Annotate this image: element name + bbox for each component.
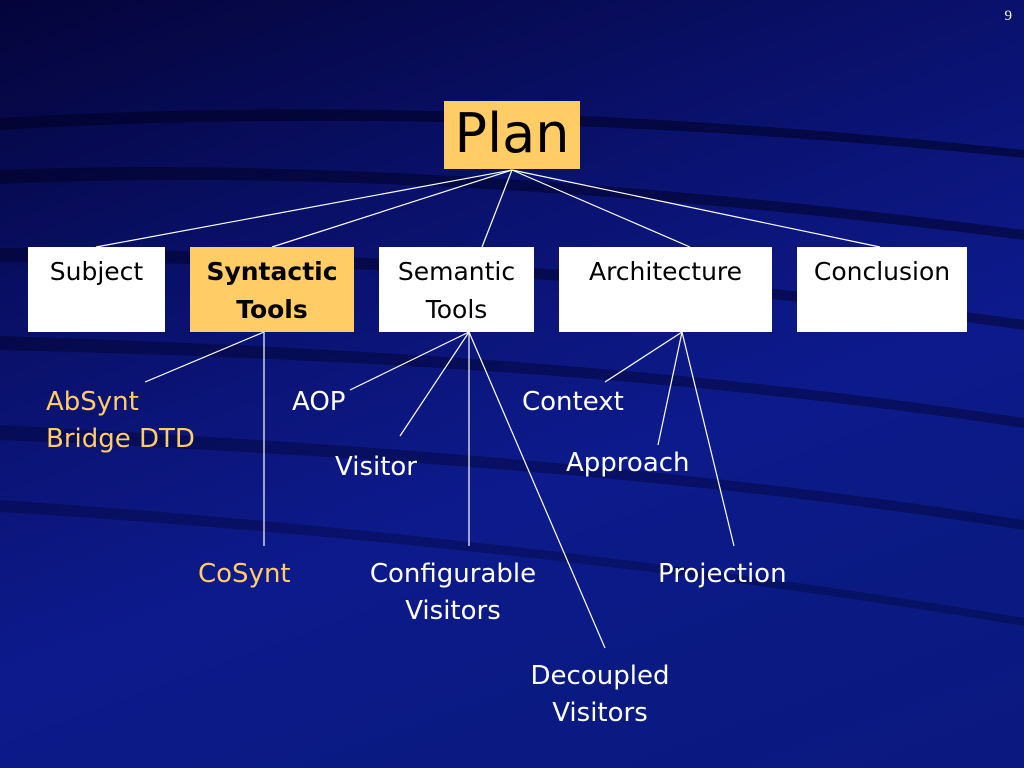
leaf-bridge-dtd: Bridge DTD bbox=[46, 424, 195, 454]
leaf-context: Context bbox=[522, 387, 624, 417]
plan-title: Plan bbox=[444, 101, 580, 169]
connector-plan-conclusion bbox=[511, 169, 881, 248]
leaf-aop: AOP bbox=[292, 387, 346, 417]
topic-syntactic-tools: Syntactic Tools bbox=[190, 247, 354, 332]
leaf-approach: Approach bbox=[566, 448, 690, 478]
leaf-configurable-visitors: Configurable Visitors bbox=[353, 556, 553, 630]
connector-syntactic-absynt bbox=[144, 331, 265, 383]
connector-plan-syntactic bbox=[271, 169, 513, 248]
connector-architecture-context bbox=[604, 331, 683, 383]
connector-semantic-decoupled bbox=[468, 331, 606, 649]
topic-conclusion: Conclusion bbox=[797, 247, 967, 332]
leaf-decoupled-visitors: Decoupled Visitors bbox=[510, 658, 690, 732]
connector-plan-subject bbox=[95, 169, 513, 248]
connector-plan-semantic bbox=[481, 169, 513, 248]
topic-architecture: Architecture bbox=[559, 247, 772, 332]
connector-plan-architecture bbox=[511, 169, 691, 248]
topic-subject-label: Subject bbox=[49, 257, 144, 286]
leaf-absynt: AbSynt bbox=[46, 387, 139, 417]
leaf-projection: Projection bbox=[658, 559, 787, 589]
topic-semantic-tools: Semantic Tools bbox=[379, 247, 534, 332]
leaf-decoupled-line2: Visitors bbox=[552, 698, 648, 728]
topic-architecture-label: Architecture bbox=[588, 257, 743, 286]
leaf-visitor: Visitor bbox=[335, 452, 417, 482]
topic-semantic-label-line1: Semantic bbox=[397, 257, 516, 286]
leaf-cosynt: CoSynt bbox=[198, 559, 291, 589]
topic-subject: Subject bbox=[28, 247, 165, 332]
leaf-decoupled-line1: Decoupled bbox=[530, 661, 670, 691]
connector-semantic-visitor bbox=[399, 331, 470, 437]
topic-syntactic-label-line2: Tools bbox=[236, 295, 308, 324]
leaf-configurable-line2: Visitors bbox=[405, 596, 501, 626]
page-number: 9 bbox=[1004, 8, 1013, 24]
topic-semantic-label-line2: Tools bbox=[425, 295, 488, 324]
connector-semantic-aop bbox=[349, 331, 470, 391]
connector-architecture-approach bbox=[657, 331, 683, 446]
leaf-configurable-line1: Configurable bbox=[369, 559, 537, 589]
topic-syntactic-label-line1: Syntactic bbox=[206, 257, 338, 286]
connector-architecture-projection bbox=[681, 331, 735, 547]
topic-conclusion-label: Conclusion bbox=[813, 257, 951, 286]
